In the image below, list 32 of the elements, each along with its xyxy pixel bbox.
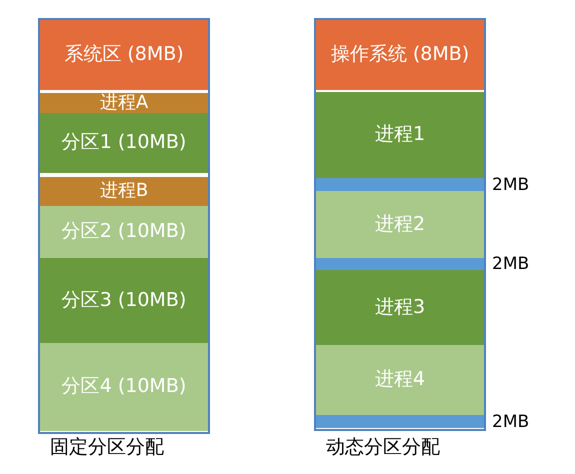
free-space-bar [316,258,484,270]
block-label: 分区1 (10MB) [62,131,186,155]
column-caption: 动态分区分配 [326,435,440,460]
block-label: 进程4 [374,368,426,392]
column-caption: 固定分区分配 [50,435,164,460]
process-block [40,93,208,113]
partition-block [40,343,208,431]
block-label: 进程B [100,180,148,203]
block-label: 分区3 (10MB) [62,288,186,312]
size-label: 2MB [492,254,530,274]
partition-block [40,258,208,343]
block-label: 系统区 (8MB) [64,43,184,67]
block-label: 进程2 [374,212,426,236]
free-space-bar [316,178,484,191]
free-space-bar [316,415,484,428]
system-area-block [316,20,484,90]
partition-block [316,92,484,178]
partition-block [316,345,484,415]
size-label: 2MB [492,174,530,194]
size-label: 2MB [492,412,530,432]
partition-block [40,113,208,173]
block-label: 进程3 [374,296,426,320]
process-block [40,177,208,206]
system-area-block [40,20,208,90]
block-label: 进程1 [374,123,426,147]
partition-block [316,191,484,258]
block-label: 进程A [100,92,148,114]
partition-block [40,206,208,258]
block-label: 操作系统 (8MB) [330,43,470,67]
block-label: 分区2 (10MB) [62,220,186,244]
partition-block [316,270,484,345]
block-label: 分区4 (10MB) [62,375,186,399]
